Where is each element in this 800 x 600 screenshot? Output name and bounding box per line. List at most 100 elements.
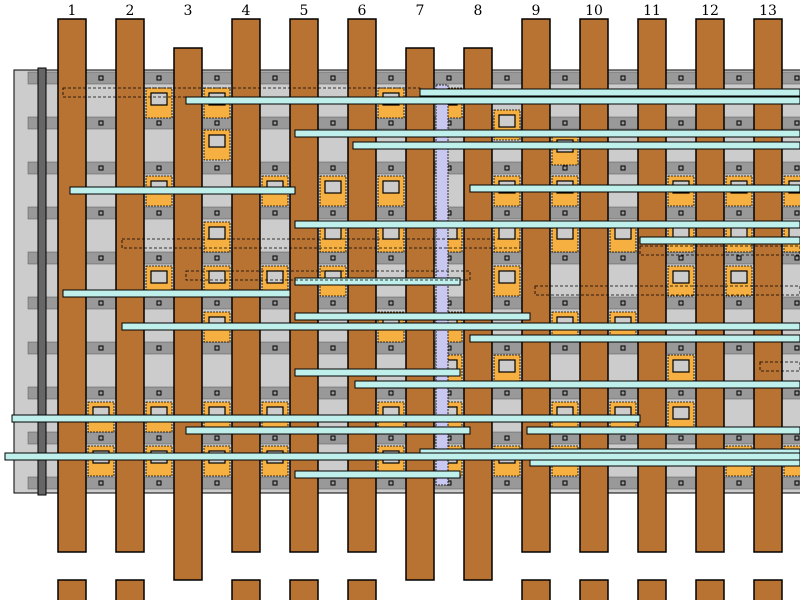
contact-mark [678,75,684,81]
contact-mark [620,165,626,171]
vertical-strap [37,67,47,496]
poly-stub-2 [115,579,145,600]
contact-mark [562,480,568,486]
metal2-wire [469,334,800,343]
contact-mark [794,300,800,306]
contact-mark [562,120,568,126]
contact-mark [98,390,104,396]
metal2-wire [185,426,471,435]
contact-mark [562,75,568,81]
contact-mark [98,75,104,81]
poly-stub-9 [521,579,551,600]
routing-outline [62,87,421,98]
contact-mark [214,255,220,261]
contact-mark [156,120,162,126]
column-label: 2 [126,3,135,19]
contact-box [730,270,748,284]
contact-mark [98,210,104,216]
contact-mark [678,435,684,441]
contact-mark [214,120,220,126]
contact-mark [272,120,278,126]
metal2-wire [294,129,800,138]
metal2-wire [4,452,800,461]
column-label: 6 [358,3,367,19]
contact-mark [214,165,220,171]
contact-mark [156,435,162,441]
metal2-wire [294,312,531,321]
contact-mark [330,120,336,126]
poly-column-3 [173,47,203,581]
contact-mark [678,165,684,171]
contact-mark [504,210,510,216]
contact-mark [388,75,394,81]
contact-mark [446,75,452,81]
metal2-wire [354,380,800,389]
metal2-wire [294,470,461,479]
column-label: 1 [68,3,77,19]
contact-box [498,359,516,373]
contact-mark [620,255,626,261]
contact-mark [330,345,336,351]
contact-mark [98,480,104,486]
metal2-wire [526,426,800,435]
contact-mark [330,75,336,81]
contact-mark [504,255,510,261]
contact-mark [794,435,800,441]
contact-mark [272,390,278,396]
contact-mark [678,120,684,126]
poly-stub-13 [753,579,783,600]
poly-stub-6 [347,579,377,600]
contact-mark [794,255,800,261]
column-label: 13 [759,3,777,19]
contact-mark [330,165,336,171]
column-label: 3 [184,3,193,19]
contact-mark [388,165,394,171]
contact-mark [156,210,162,216]
metal2-wire [419,88,800,97]
poly-stub-11 [637,579,667,600]
contact-mark [388,255,394,261]
contact-box [324,180,342,194]
contact-mark [736,255,742,261]
contact-box [556,226,574,240]
contact-box [498,114,516,128]
contact-mark [330,300,336,306]
contact-mark [620,300,626,306]
metal2-wire [294,277,461,286]
contact-mark [736,480,742,486]
contact-box [208,270,226,284]
poly-stub-12 [695,579,725,600]
contact-mark [620,75,626,81]
contact-mark [562,300,568,306]
contact-mark [388,345,394,351]
routing-outline [639,245,800,256]
contact-box [498,226,516,240]
contact-mark [562,255,568,261]
poly-stub-10 [579,579,609,600]
contact-mark [272,435,278,441]
contact-mark [562,165,568,171]
metal2-wire [294,220,800,229]
contact-mark [562,345,568,351]
metal2-wire [639,236,800,245]
contact-mark [794,345,800,351]
contact-mark [620,435,626,441]
contact-mark [330,390,336,396]
contact-mark [736,345,742,351]
contact-mark [562,390,568,396]
column-label: 4 [242,3,251,19]
poly-column-4 [231,18,261,553]
contact-mark [736,75,742,81]
metal2-wire [185,96,800,105]
contact-mark [678,210,684,216]
routing-outline [759,361,800,372]
contact-box [150,92,168,106]
contact-mark [272,300,278,306]
contact-mark [736,435,742,441]
contact-mark [388,390,394,396]
metal2-wire [469,184,800,193]
contact-mark [794,165,800,171]
contact-mark [98,255,104,261]
contact-mark [272,75,278,81]
